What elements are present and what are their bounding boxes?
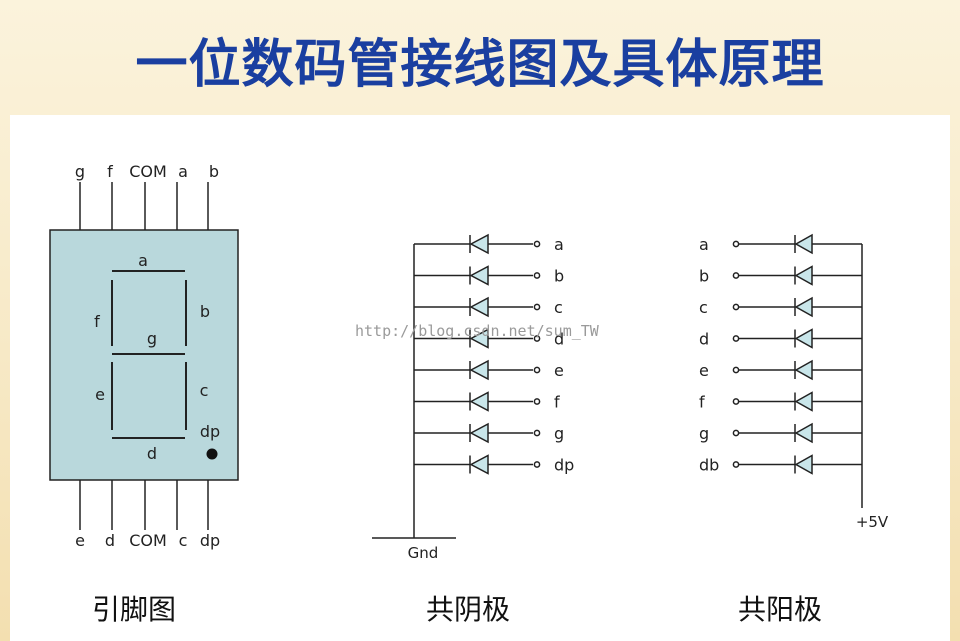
bottom-pin-label: d bbox=[105, 531, 115, 550]
cathode-caption: 共阴极 bbox=[426, 593, 510, 626]
diode-triangle bbox=[794, 233, 813, 255]
segment-label-f: f bbox=[94, 312, 100, 331]
bottom-pin-label: e bbox=[75, 531, 85, 550]
anode-segment-label: c bbox=[699, 298, 708, 317]
diode-triangle bbox=[794, 296, 813, 318]
terminal-dot bbox=[533, 303, 541, 311]
cathode-segment-label: c bbox=[554, 298, 563, 317]
terminal-dot bbox=[732, 398, 740, 405]
terminal-dot bbox=[732, 429, 740, 437]
slide-title: 一位数码管接线图及具体原理 bbox=[135, 34, 825, 95]
bottom-pin-label: c bbox=[179, 531, 188, 550]
cathode-segment-label: f bbox=[554, 393, 560, 412]
segment-label-b: b bbox=[200, 302, 210, 321]
cathode-segment-label: dp bbox=[554, 456, 574, 475]
terminal-dot bbox=[533, 461, 541, 468]
diode-triangle bbox=[794, 328, 813, 349]
anode-segment-label: g bbox=[699, 424, 709, 443]
segment-label-a: a bbox=[138, 251, 148, 270]
bottom-pin-label: dp bbox=[200, 531, 220, 550]
terminal-dot bbox=[533, 429, 541, 437]
diode-triangle bbox=[469, 359, 489, 381]
diode-triangle bbox=[469, 296, 489, 318]
anode-caption: 共阳极 bbox=[738, 593, 822, 626]
terminal-dot bbox=[533, 240, 541, 248]
diode-triangle bbox=[794, 359, 813, 381]
terminal-dot bbox=[533, 335, 541, 342]
pinout-diagram bbox=[49, 182, 239, 530]
diode-triangle bbox=[794, 265, 813, 286]
cathode-segment-label: a bbox=[554, 235, 564, 254]
pinout-caption: 引脚图 bbox=[92, 593, 176, 626]
diode-triangle bbox=[794, 454, 813, 475]
bottom-pin-label: COM bbox=[129, 531, 167, 550]
diode-triangle bbox=[469, 233, 489, 255]
terminal-dot bbox=[732, 272, 740, 279]
diode-triangle bbox=[469, 454, 489, 475]
top-pin-label: f bbox=[107, 162, 113, 181]
terminal-dot bbox=[732, 335, 740, 342]
top-pin-label: g bbox=[75, 162, 85, 181]
anode-segment-label: f bbox=[699, 393, 705, 412]
terminal-dot bbox=[732, 303, 740, 311]
terminal-dot bbox=[732, 461, 740, 468]
segment-label-d: d bbox=[147, 444, 157, 463]
diode-triangle bbox=[794, 391, 813, 412]
top-pin-label: b bbox=[209, 162, 219, 181]
top-pin-label: a bbox=[178, 162, 188, 181]
segment-label-c: c bbox=[200, 381, 209, 400]
anode-segment-label: b bbox=[699, 267, 709, 286]
diode-triangle bbox=[469, 265, 489, 286]
terminal-dot bbox=[533, 366, 541, 374]
terminal-dot bbox=[732, 366, 740, 374]
diode-triangle bbox=[469, 422, 489, 444]
terminal-dot bbox=[533, 398, 541, 405]
terminal-dot bbox=[533, 272, 541, 279]
segment-label-e: e bbox=[95, 385, 105, 404]
cathode-segment-label: e bbox=[554, 361, 564, 380]
ground-label: Gnd bbox=[408, 544, 439, 562]
cathode-segment-label: g bbox=[554, 424, 564, 443]
anode-segment-label: e bbox=[699, 361, 709, 380]
top-pin-label: COM bbox=[129, 162, 167, 181]
anode-segment-label: a bbox=[699, 235, 709, 254]
supply-label: +5V bbox=[856, 513, 889, 531]
watermark: http://blog.csdn.net/sum_TW bbox=[355, 322, 600, 340]
segment-dp bbox=[206, 448, 218, 460]
anode-segment-label: d bbox=[699, 330, 709, 349]
diode-triangle bbox=[469, 391, 489, 412]
anode-segment-label: db bbox=[699, 456, 719, 475]
diode-triangle bbox=[794, 422, 813, 444]
terminal-dot bbox=[732, 240, 740, 248]
cathode-segment-label: b bbox=[554, 267, 564, 286]
segment-label-g: g bbox=[147, 329, 157, 348]
segment-label-dp: dp bbox=[200, 422, 220, 441]
cathode-segment-label: d bbox=[554, 330, 564, 349]
